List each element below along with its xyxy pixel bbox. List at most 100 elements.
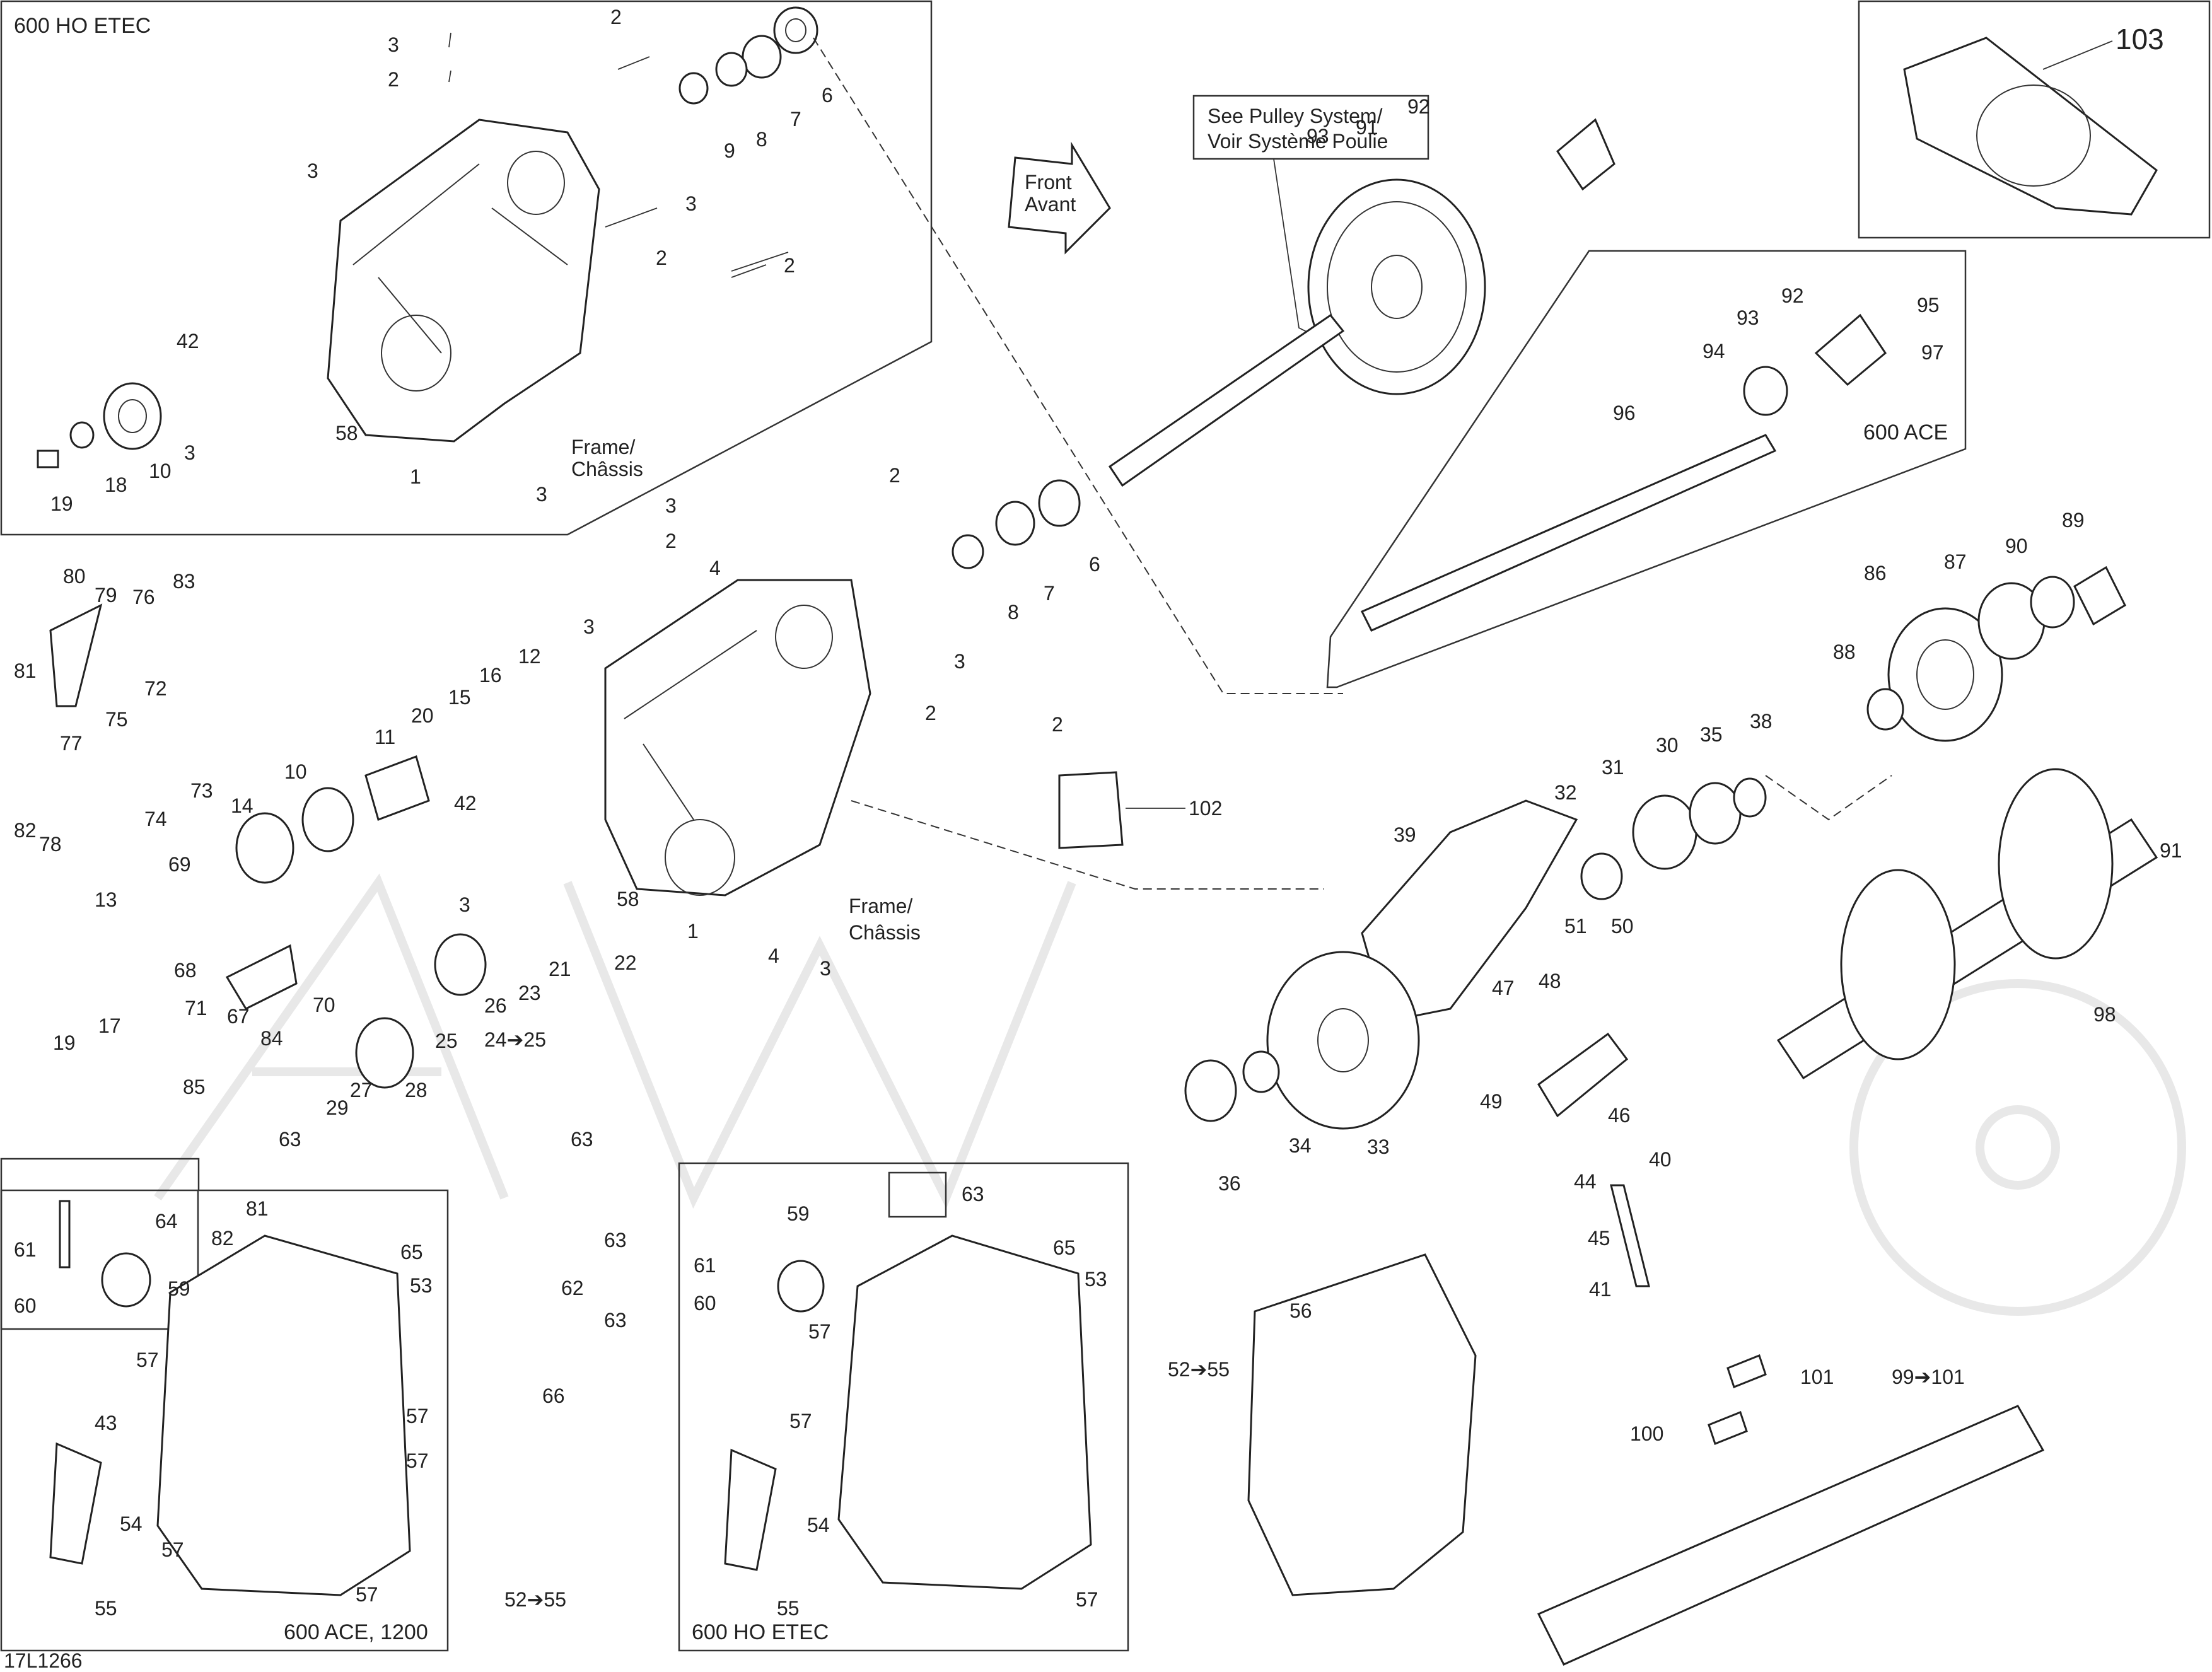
pulley-note: See Pulley System/ Voir Système Poulie bbox=[1192, 95, 1429, 354]
svg-text:89: 89 bbox=[2062, 509, 2085, 531]
svg-text:33: 33 bbox=[1367, 1135, 1390, 1158]
svg-text:79: 79 bbox=[95, 584, 117, 607]
svg-text:44: 44 bbox=[1574, 1170, 1597, 1193]
svg-text:57: 57 bbox=[1076, 1588, 1098, 1611]
box-top-left-caption: 600 HO ETEC bbox=[14, 14, 151, 38]
driven-pulley bbox=[1108, 178, 1486, 487]
cap-59-mid bbox=[777, 1260, 825, 1313]
svg-text:74: 74 bbox=[144, 808, 167, 830]
svg-text:19: 19 bbox=[50, 492, 73, 515]
svg-text:39: 39 bbox=[1394, 823, 1416, 846]
svg-text:59: 59 bbox=[787, 1202, 810, 1225]
diagram-code: 17L1266 bbox=[4, 1649, 83, 1672]
bracket-92 bbox=[1556, 118, 1615, 191]
pedal-54-mid bbox=[724, 1448, 777, 1571]
svg-text:64: 64 bbox=[155, 1210, 178, 1233]
svg-text:87: 87 bbox=[1944, 550, 1967, 573]
svg-text:83: 83 bbox=[173, 570, 195, 593]
ring-8-mid bbox=[952, 534, 984, 569]
frame-note-2: Frame/ bbox=[849, 895, 912, 917]
svg-text:57: 57 bbox=[406, 1405, 429, 1427]
svg-text:53: 53 bbox=[1085, 1268, 1107, 1291]
svg-text:3: 3 bbox=[685, 192, 697, 215]
svg-text:32: 32 bbox=[1554, 781, 1577, 804]
svg-text:76: 76 bbox=[132, 586, 155, 608]
svg-text:86: 86 bbox=[1864, 562, 1887, 584]
svg-text:2: 2 bbox=[656, 247, 667, 269]
drive-axle-98 bbox=[1776, 768, 2158, 1080]
main-chaincase bbox=[604, 579, 871, 897]
lever-80 bbox=[49, 603, 103, 707]
svg-text:75: 75 bbox=[105, 708, 128, 731]
svg-text:12: 12 bbox=[518, 645, 541, 668]
svg-text:21: 21 bbox=[549, 958, 571, 980]
svg-text:96: 96 bbox=[1613, 402, 1636, 424]
svg-text:8: 8 bbox=[1008, 601, 1019, 624]
svg-text:71: 71 bbox=[185, 997, 207, 1019]
ring-34 bbox=[1242, 1050, 1280, 1093]
svg-text:4: 4 bbox=[768, 944, 779, 967]
svg-text:2: 2 bbox=[388, 68, 399, 91]
svg-text:47: 47 bbox=[1492, 977, 1515, 999]
svg-text:9: 9 bbox=[724, 139, 735, 162]
svg-text:93: 93 bbox=[1737, 306, 1759, 329]
svg-text:43: 43 bbox=[95, 1412, 117, 1434]
svg-text:97: 97 bbox=[1921, 341, 1944, 364]
svg-text:2: 2 bbox=[889, 464, 900, 487]
svg-text:23: 23 bbox=[518, 982, 541, 1004]
svg-text:90: 90 bbox=[2005, 535, 2028, 557]
svg-text:61: 61 bbox=[14, 1238, 37, 1261]
svg-text:2: 2 bbox=[925, 702, 936, 724]
svg-text:6: 6 bbox=[1089, 553, 1100, 576]
svg-text:3: 3 bbox=[583, 615, 595, 638]
tensioner-46 bbox=[1537, 1032, 1629, 1118]
svg-text:7: 7 bbox=[790, 108, 801, 131]
svg-text:70: 70 bbox=[313, 994, 335, 1016]
svg-text:57: 57 bbox=[161, 1538, 184, 1561]
svg-text:45: 45 bbox=[1588, 1227, 1610, 1250]
svg-text:63: 63 bbox=[571, 1128, 593, 1151]
svg-text:10: 10 bbox=[284, 760, 307, 783]
svg-text:82: 82 bbox=[14, 819, 37, 842]
svg-text:14: 14 bbox=[231, 794, 253, 817]
fork-67 bbox=[225, 944, 298, 1010]
ring-90 bbox=[2030, 576, 2075, 629]
svg-text:57: 57 bbox=[406, 1449, 429, 1472]
svg-text:10: 10 bbox=[149, 460, 172, 482]
svg-text:98: 98 bbox=[2093, 1003, 2116, 1026]
bearing-36 bbox=[1184, 1059, 1237, 1122]
svg-text:22: 22 bbox=[614, 951, 637, 974]
svg-text:92: 92 bbox=[1407, 95, 1430, 118]
svg-text:93: 93 bbox=[1307, 125, 1329, 148]
cap-59 bbox=[101, 1252, 151, 1308]
svg-text:94: 94 bbox=[1703, 340, 1725, 363]
svg-text:1: 1 bbox=[410, 465, 421, 488]
svg-text:51: 51 bbox=[1564, 915, 1587, 938]
svg-text:600 ACE, 1200: 600 ACE, 1200 bbox=[284, 1620, 428, 1644]
hose-61 bbox=[59, 1200, 71, 1269]
gear-26 bbox=[434, 933, 487, 996]
svg-text:85: 85 bbox=[183, 1076, 206, 1098]
svg-text:77: 77 bbox=[60, 732, 83, 755]
svg-text:8: 8 bbox=[756, 128, 767, 151]
svg-text:58: 58 bbox=[335, 422, 358, 444]
bearing-6-mid bbox=[1038, 479, 1081, 527]
svg-text:20: 20 bbox=[411, 704, 434, 727]
svg-text:42: 42 bbox=[177, 330, 199, 352]
svg-text:73: 73 bbox=[190, 779, 213, 802]
box-top-left: 600 HO ETEC bbox=[0, 0, 933, 536]
svg-text:3: 3 bbox=[307, 160, 318, 182]
svg-text:81: 81 bbox=[14, 659, 37, 682]
gasket-56 bbox=[1247, 1253, 1477, 1596]
svg-text:57: 57 bbox=[789, 1410, 812, 1432]
svg-text:6: 6 bbox=[822, 84, 833, 107]
svg-text:41: 41 bbox=[1589, 1278, 1612, 1301]
clip-100 bbox=[1708, 1411, 1748, 1445]
svg-text:81: 81 bbox=[246, 1197, 269, 1220]
svg-text:600 ACE: 600 ACE bbox=[1863, 421, 1948, 444]
svg-text:3: 3 bbox=[388, 33, 399, 56]
gear-10-mid bbox=[301, 787, 354, 852]
pedal-54 bbox=[49, 1442, 102, 1565]
svg-text:63: 63 bbox=[279, 1128, 301, 1151]
